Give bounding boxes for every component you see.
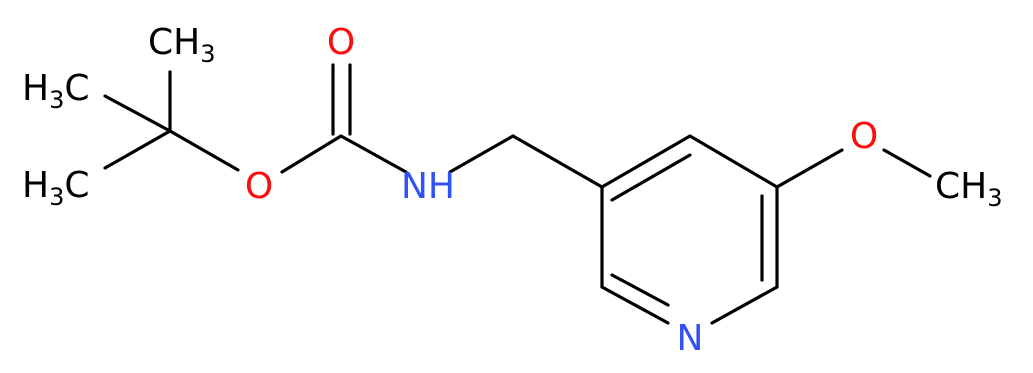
bond-nh-to-ch2: [448, 134, 515, 174]
bond-ring-n-c2-inner: [610, 273, 670, 307]
pyridine-nitrogen-label: N: [677, 318, 704, 359]
methoxy-methyl-label: CH3: [935, 166, 1003, 212]
bond-ch2-to-ring: [511, 134, 604, 189]
methyl-label-low: H3C: [22, 165, 90, 211]
bond-ring-c4-c5: [688, 134, 779, 189]
bond-methoxy-o-to-ch3: [882, 148, 932, 178]
bonds: [103, 63, 932, 325]
atom-labels: CH3 H3C H3C O O NH N O CH3: [22, 22, 1003, 359]
bond-quat-to-ch3-mid: [103, 94, 172, 133]
carbonyl-oxygen-label: O: [327, 22, 355, 63]
bond-ester-o-to-carbonyl-c: [280, 134, 343, 174]
bond-ring-c3-c4-inner: [610, 153, 692, 202]
bond-quat-to-ester-o: [168, 129, 240, 172]
bond-ring-n-c2: [600, 285, 670, 325]
bond-ring-to-methoxy-o: [775, 148, 844, 189]
bond-ring-c3-c4: [600, 134, 692, 189]
methyl-label-top: CH3: [148, 22, 216, 68]
methoxy-oxygen-label: O: [850, 116, 878, 157]
methyl-label-mid: H3C: [22, 68, 90, 114]
bond-carbonyl-c-to-nh: [339, 134, 408, 174]
bond-quat-to-ch3-low: [103, 129, 172, 170]
bond-ring-c6-n: [710, 285, 779, 325]
ester-oxygen-label: O: [245, 166, 273, 207]
amine-nh-label: NH: [401, 166, 455, 207]
